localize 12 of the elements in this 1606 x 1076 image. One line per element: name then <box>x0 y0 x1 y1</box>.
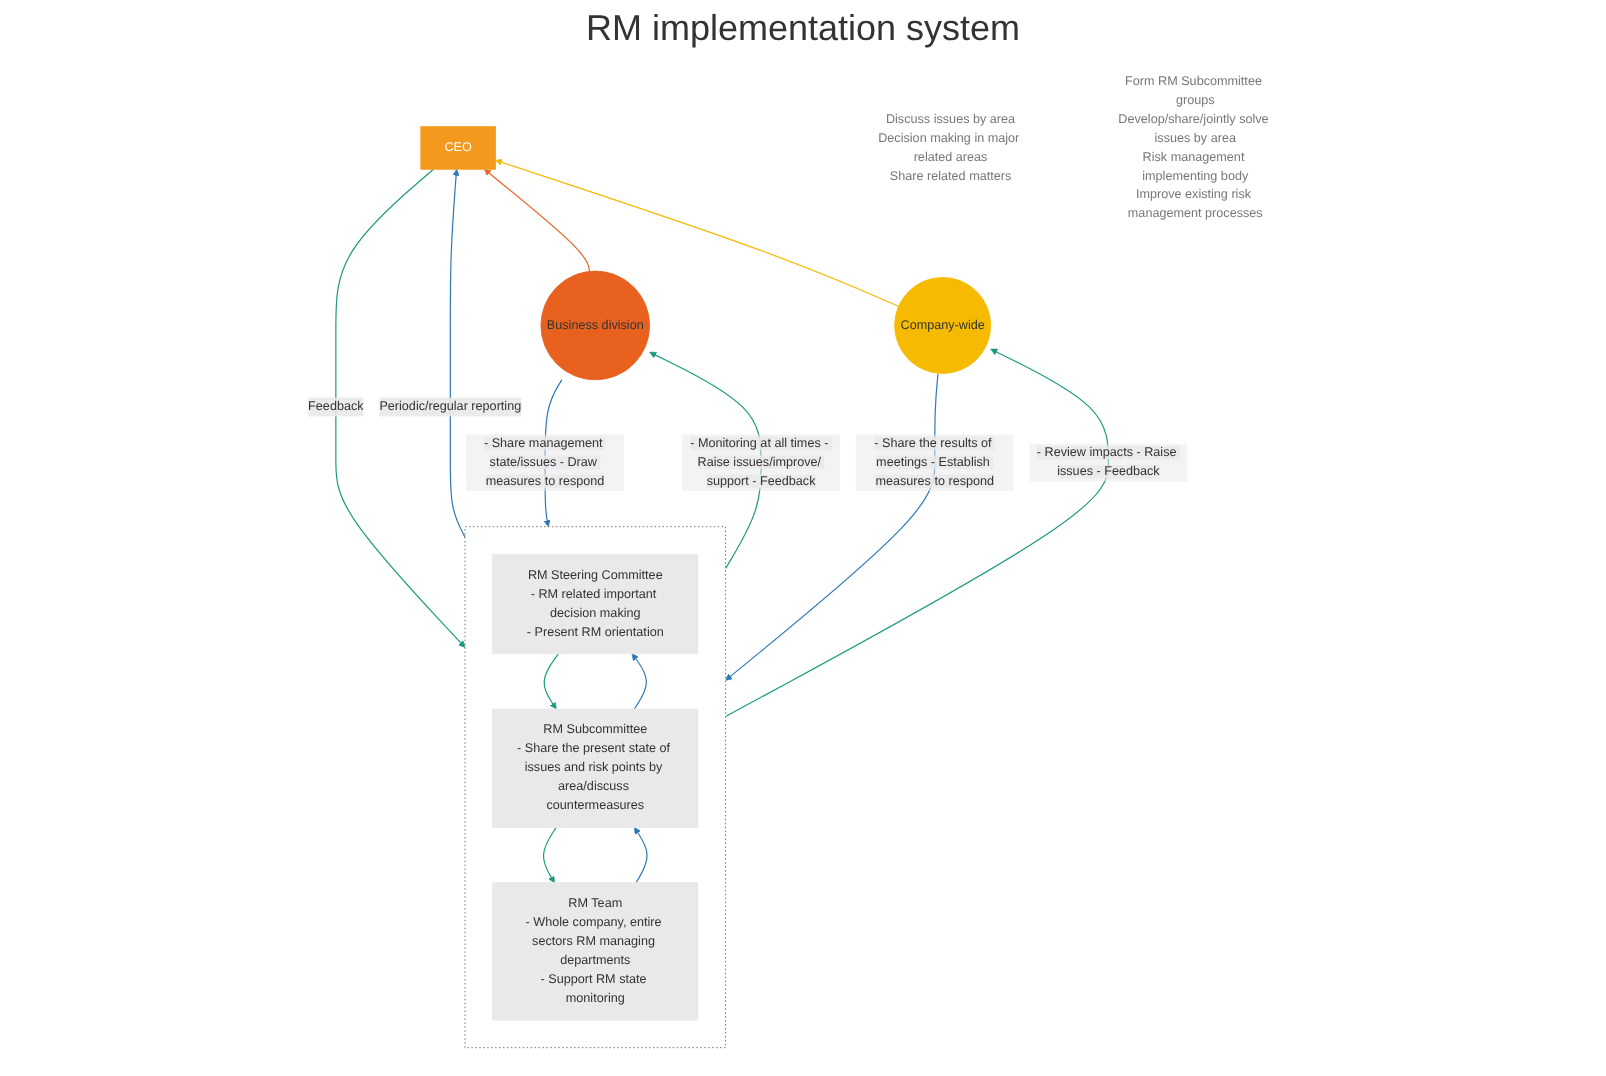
arrow <box>634 827 648 884</box>
diagram-title: RM implementation system <box>583 8 1023 50</box>
arrow <box>543 653 560 710</box>
arrow <box>484 168 590 272</box>
arrow <box>724 348 1109 718</box>
cluster <box>464 526 726 1049</box>
arrow <box>335 168 466 648</box>
arrow <box>542 826 557 883</box>
arrow <box>495 158 900 307</box>
arrow <box>449 168 466 538</box>
arrow <box>725 372 939 681</box>
arrow <box>631 653 647 710</box>
